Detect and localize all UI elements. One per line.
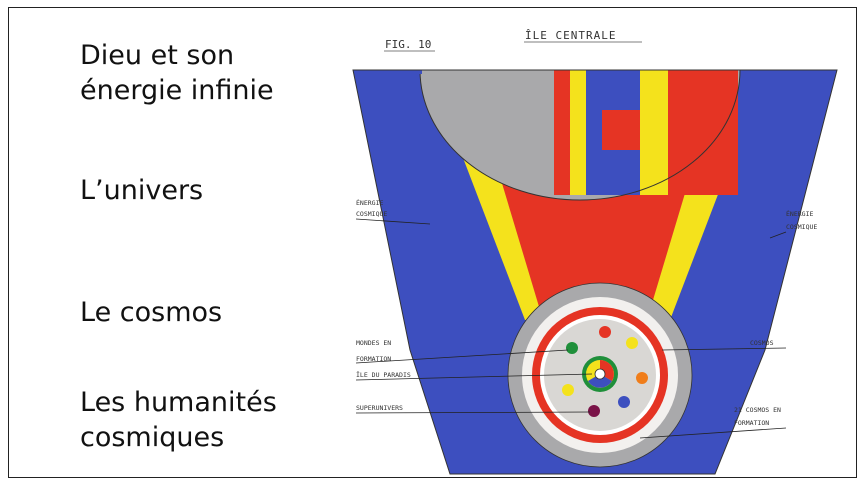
label-humanities-line-1: Les humanités [80,385,277,420]
svg-text:ÉNERGIE: ÉNERGIE [356,198,383,207]
label-universe: L’univers [80,173,203,208]
planet-red-top [599,326,611,338]
label-cosmos: Le cosmos [80,295,222,330]
planet-blue [618,396,630,408]
cosmos-circle [508,283,692,467]
drawing-title: ÎLE CENTRALE [525,29,616,42]
planet-orange [636,372,648,384]
svg-text:COSMIQUE: COSMIQUE [356,210,387,218]
label-universe-text: L’univers [80,173,203,208]
svg-text:MONDES EN: MONDES EN [356,339,391,347]
label-god-line-2: énergie infinie [80,73,274,108]
block-blue-bottom [602,150,640,195]
svg-text:ÉNERGIE: ÉNERGIE [786,209,813,218]
svg-text:21 COSMOS EN: 21 COSMOS EN [734,406,781,414]
svg-text:ÎLE DU PARADIS: ÎLE DU PARADIS [356,370,411,379]
label-cosmos-text: Le cosmos [80,295,222,330]
stripe-red-2 [668,70,738,195]
label-god-energy: Dieu et son énergie infinie [80,38,274,108]
stripe-blue-1 [586,70,602,195]
label-humanities: Les humanités cosmiques [80,385,277,455]
block-red [602,110,640,150]
central-isle-drawing: FIG. 10 ÎLE CENTRALE [340,10,840,478]
svg-text:COSMOS: COSMOS [750,339,774,347]
planet-yellow [562,384,574,396]
planet-multicolor [626,337,638,349]
stripe-yellow-2 [640,70,668,195]
block-blue-top [602,70,640,110]
label-god-line-1: Dieu et son [80,38,274,73]
stripe-yellow-1 [570,70,586,195]
svg-text:SUPERUNIVERS: SUPERUNIVERS [356,404,403,412]
planet-green [566,342,578,354]
planet-purple [588,405,600,417]
svg-text:FORMATION: FORMATION [734,419,769,427]
fig-number: FIG. 10 [385,38,431,51]
stripe-red-1 [554,70,570,195]
svg-text:COSMIQUE: COSMIQUE [786,223,817,231]
label-humanities-line-2: cosmiques [80,420,277,455]
